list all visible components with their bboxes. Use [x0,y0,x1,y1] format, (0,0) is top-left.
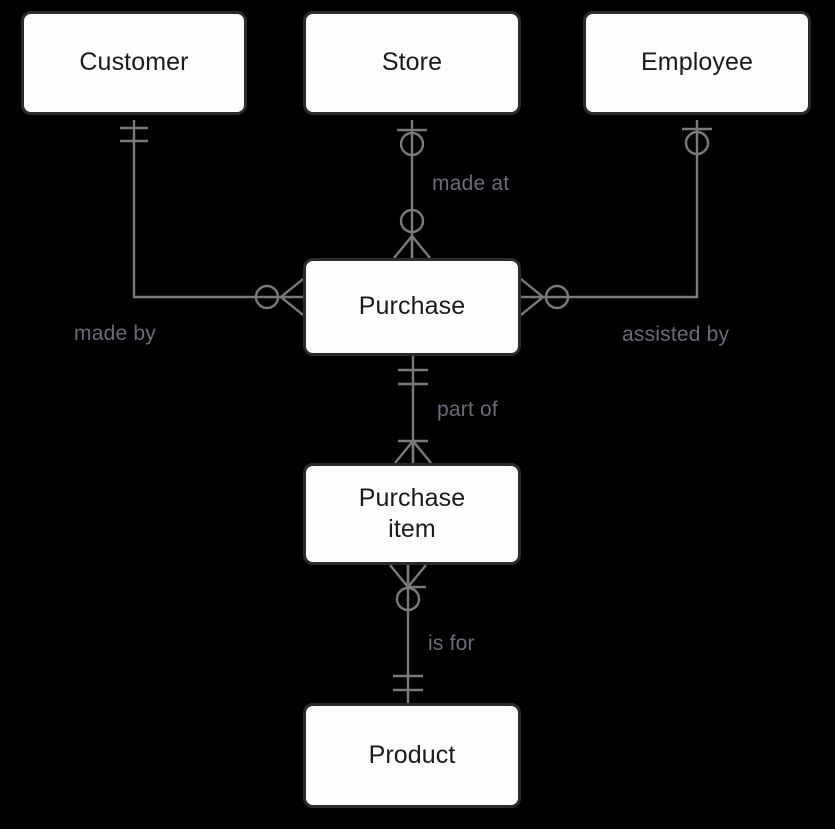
is-for-one-and-only-one [393,674,423,692]
is-for-zero-or-many [389,564,427,612]
assisted-by-optional-circle [544,284,570,310]
made-by-line [132,120,281,299]
connector-part-of [394,356,432,464]
entity-purchase-item-label-line1: Purchase [358,483,466,512]
relationship-label-part-of: part of [437,398,498,421]
made-by-one-and-only-one [120,126,148,143]
assisted-by-crowsfoot [520,278,545,316]
connector-made-by [120,120,304,316]
relationship-label-is-for: is for [428,632,475,655]
entity-product-label: Product [368,740,456,769]
entity-purchase-item-label-line2: item [388,515,436,543]
made-by-crowsfoot [279,278,304,316]
entity-purchase-item[interactable]: Purchase item [303,463,521,565]
assisted-by-line [543,120,699,299]
entity-purchase-label: Purchase [358,292,466,321]
entity-store[interactable]: Store [303,11,521,115]
entity-store-label: Store [381,48,443,77]
connector-assisted-by [520,120,712,316]
entity-customer[interactable]: Customer [21,11,247,115]
entity-employee-label: Employee [641,48,753,77]
connector-is-for [389,564,427,703]
entity-employee[interactable]: Employee [583,11,811,115]
connector-made-at [393,120,431,259]
entity-customer-label: Customer [79,48,189,77]
entity-purchase-item-label: Purchase item [359,483,465,546]
assisted-by-zero-or-one [682,127,712,156]
entity-purchase[interactable]: Purchase [303,258,521,356]
made-by-optional-circle [254,284,280,310]
made-at-zero-or-one [397,128,427,157]
part-of-one-or-many [394,439,432,464]
relationship-label-made-at: made at [432,172,510,195]
relationship-label-assisted-by: assisted by [622,323,730,346]
made-at-zero-or-many [393,208,431,259]
part-of-one-and-only-one [398,368,428,386]
entity-product[interactable]: Product [303,703,521,808]
relationship-label-made-by: made by [74,322,156,345]
